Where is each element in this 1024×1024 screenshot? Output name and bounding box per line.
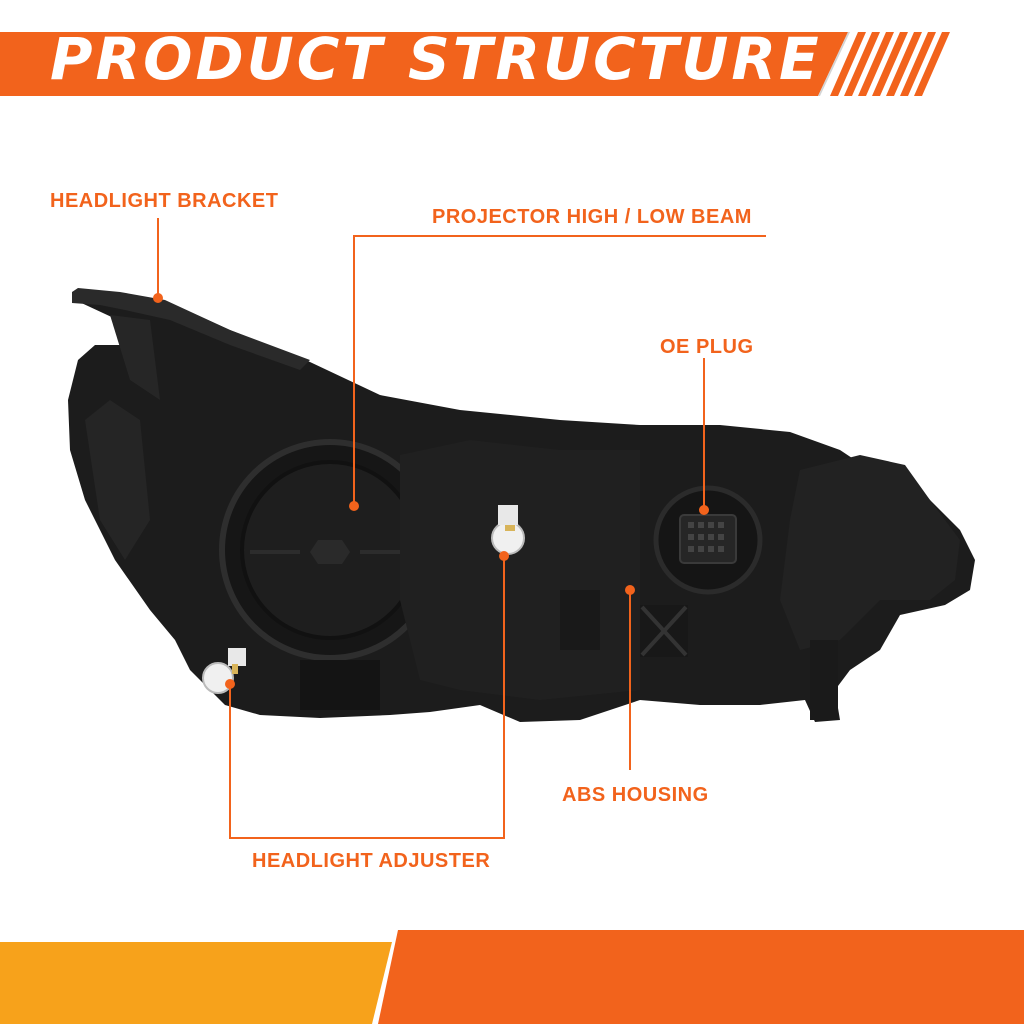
callout-dots	[153, 293, 709, 689]
headlight-bracket	[72, 288, 310, 370]
callout-oe-plug: OE PLUG	[660, 336, 754, 358]
callout-abs-housing: ABS HOUSING	[562, 784, 709, 806]
callout-projector-beam: PROJECTOR HIGH / LOW BEAM	[432, 206, 752, 228]
page-title: PRODUCT STRUCTURE	[50, 25, 822, 93]
header-banner: PRODUCT STRUCTURE	[0, 0, 1024, 110]
banner-shape	[0, 32, 950, 96]
footer-stripe	[0, 930, 1024, 1024]
banner-stripes-decoration	[830, 32, 950, 96]
callout-lines	[157, 218, 766, 839]
callout-headlight-bracket: HEADLIGHT BRACKET	[50, 190, 279, 212]
callout-headlight-adjuster: HEADLIGHT ADJUSTER	[252, 850, 491, 872]
